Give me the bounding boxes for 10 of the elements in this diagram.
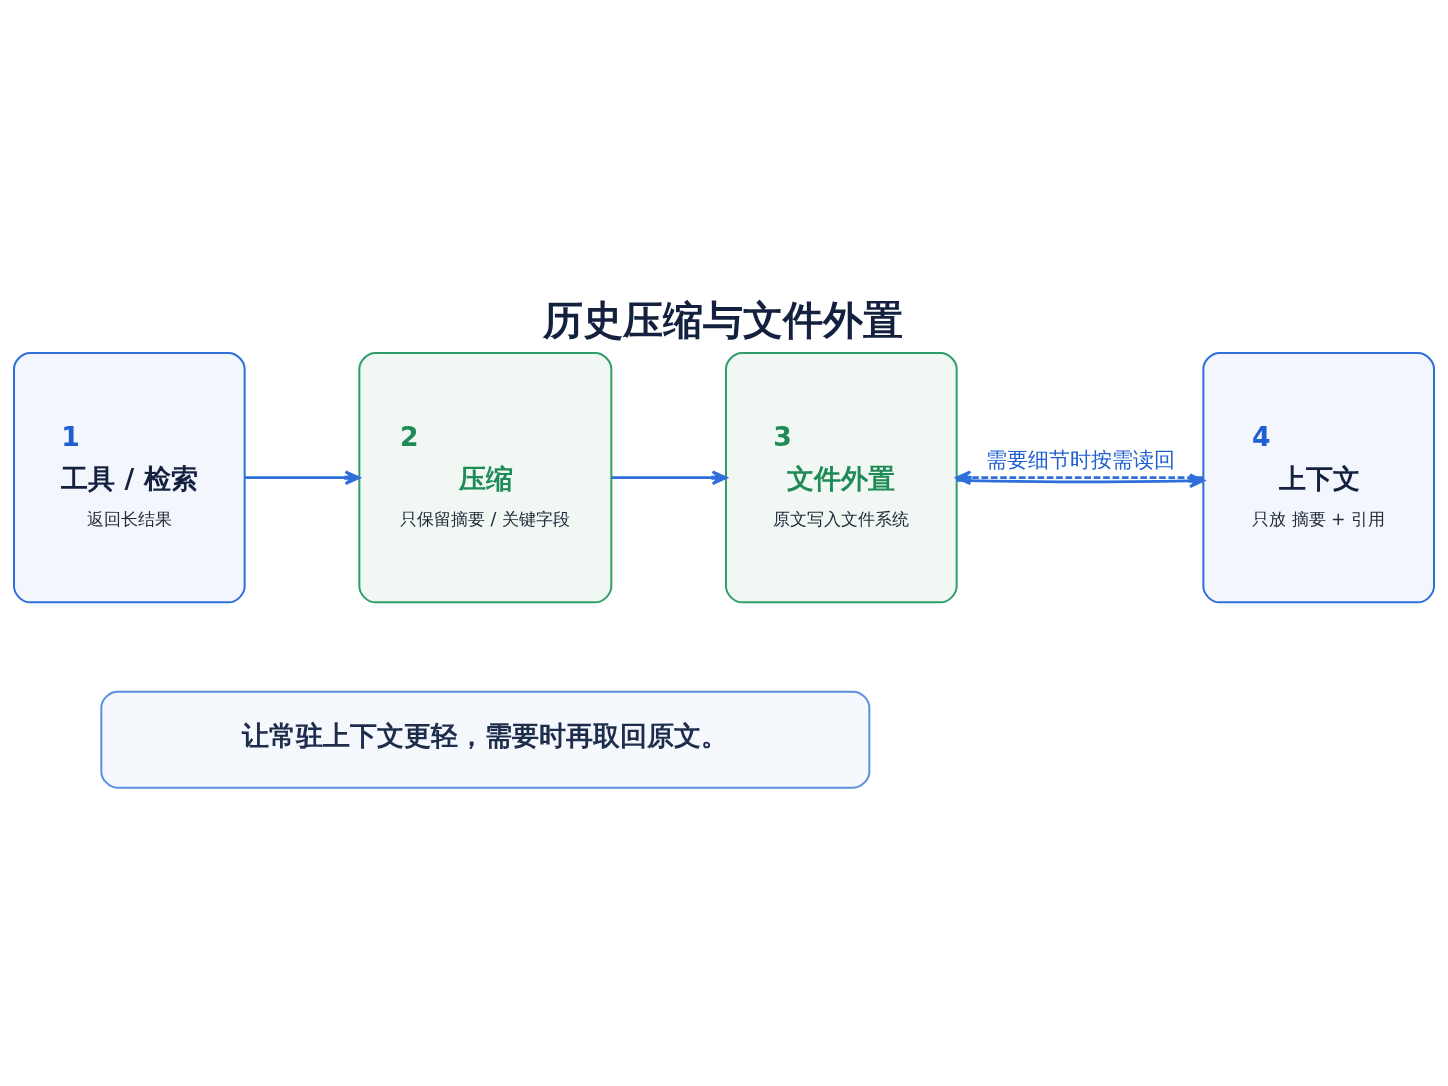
node-box: 4 上下文 只放 摘要 + 引用 — [1202, 352, 1435, 604]
node-box: 2 压缩 只保留摘要 / 关键字段 — [358, 352, 613, 604]
arrow — [611, 470, 728, 485]
diagram-title: 历史压缩与文件外置 — [543, 297, 904, 344]
arrow — [955, 470, 1203, 485]
arrow — [244, 470, 361, 485]
edge-label: 需要细节时按需读回 — [985, 446, 1175, 472]
node-box: 让常驻上下文更轻，需要时再取回原文。 — [100, 690, 871, 789]
node-box: 3 文件外置 原文写入文件系统 — [725, 352, 958, 604]
node-box: 1 工具 / 检索 返回长结果 — [13, 352, 246, 604]
